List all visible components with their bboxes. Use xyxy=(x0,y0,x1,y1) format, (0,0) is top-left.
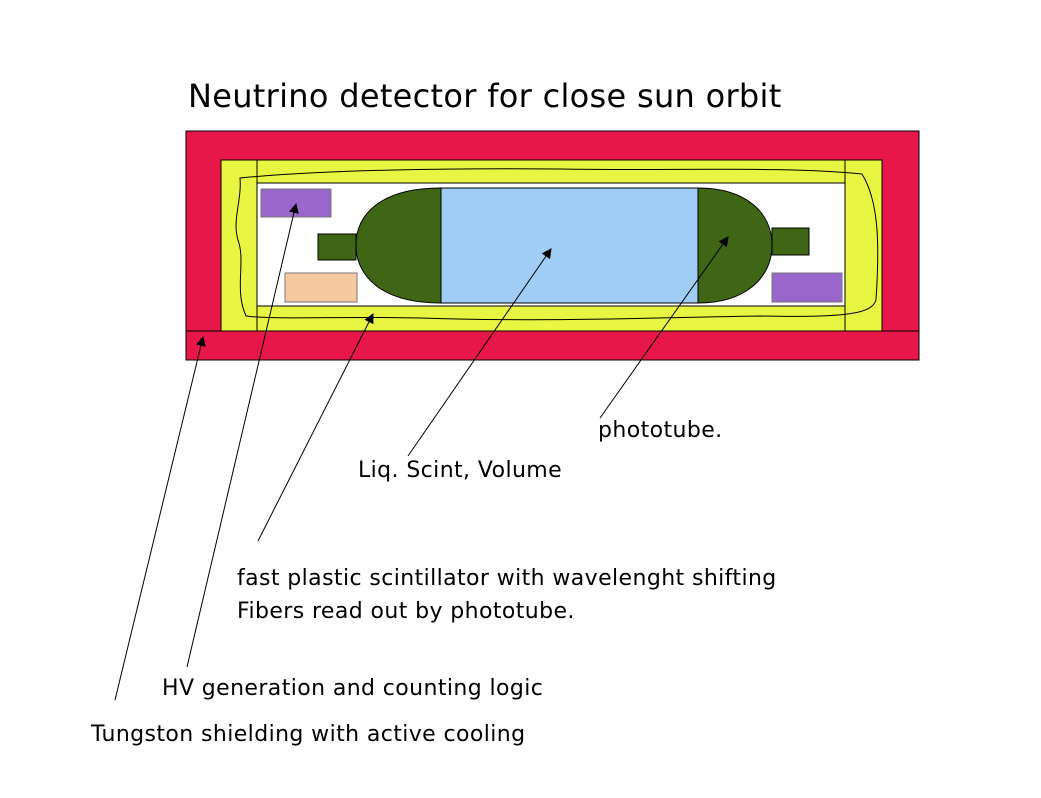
arrow-tungsten-shield xyxy=(114,336,206,701)
label-plastic-scintillator-line2: Fibers read out by phototube. xyxy=(237,599,575,624)
label-plastic-scintillator-line1: fast plastic scintillator with wavelengh… xyxy=(237,566,777,591)
page-title: Neutrino detector for close sun orbit xyxy=(188,77,782,115)
phototube-right-base xyxy=(771,227,810,256)
wls-fiber xyxy=(235,168,879,321)
label-liquid-scintillator: Liq. Scint, Volume xyxy=(358,458,563,483)
label-hv-generation: HV generation and counting logic xyxy=(162,676,544,701)
label-phototube: phototube. xyxy=(598,418,723,443)
hv-electronics-box-bottom xyxy=(284,272,358,303)
arrow-liquid-volume xyxy=(407,248,552,457)
hv-electronics-box-top xyxy=(260,188,332,218)
label-tungsten-shielding: Tungston shielding with active cooling xyxy=(91,722,526,747)
arrow-hv-electronics xyxy=(186,203,299,668)
phototube-left-base xyxy=(317,233,357,261)
liquid-scintillator-volume xyxy=(440,187,699,304)
electronics-box-right xyxy=(771,272,843,303)
arrow-plastic-scintillator xyxy=(257,313,374,542)
arrow-phototube xyxy=(599,236,729,419)
